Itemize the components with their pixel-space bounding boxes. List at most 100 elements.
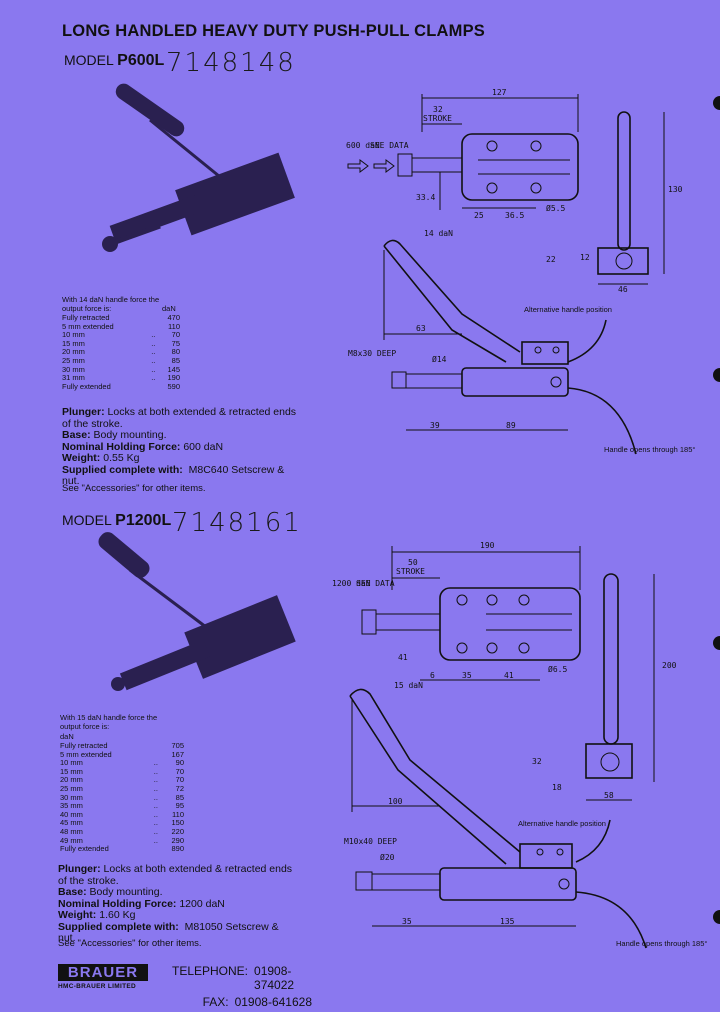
see-accessories: See "Accessories" for other items. [58,938,202,949]
dim-b1: 32 [532,757,542,766]
force-val: 90 [175,758,184,768]
dim-see-data: SEE DATA [370,141,409,150]
force-unit: daN [60,732,74,741]
force-pos: 30 mm [60,792,83,802]
punch-hole-mark [713,636,720,650]
force-pos: 49 mm [60,835,83,845]
alt-handle-note: Alternative handle position [518,819,606,828]
force-row: 25 mm..72 [60,783,184,794]
dim-d0: 41 [398,653,408,662]
force-pos: 20 mm [60,775,83,785]
dim-reach: 63 [416,324,426,333]
force-val: 75 [171,338,180,348]
dim-stroke: STROKE [396,567,425,576]
dim-e1: 39 [430,421,440,430]
dim-b2: 18 [552,783,562,792]
dim-force: 600 daN [346,141,380,150]
force-row: 10 mm..90 [60,759,184,768]
force-sep: .. [153,758,158,768]
dim-b2: 12 [580,253,590,262]
fax-label: FAX: [202,995,229,1009]
brand-logo: BRAUER HMC-BRAUER LIMITED [58,964,148,990]
force-val: 110 [172,809,184,819]
punch-hole-mark [713,910,720,924]
force-pos: 25 mm [60,783,83,793]
handle-opens-note: Handle opens through 185° [616,939,707,948]
handwritten-part-number: 7148161 [172,508,302,538]
force-row: 48 mm..220 [60,826,184,837]
force-pos: 5 mm extended [62,321,114,331]
force-pos: 15 mm [60,766,83,776]
force-row: 30 mm..145 [62,364,180,375]
force-pos: 45 mm [60,818,83,828]
dim-overall: 127 [492,88,507,97]
force-val: 70 [175,775,184,785]
dim-d1: 6 [430,671,435,680]
dim-handle-force: 15 daN [394,681,423,690]
force-pos: 5 mm extended [60,749,112,759]
force-pos: 30 mm [62,364,85,374]
force-row: 30 mm..85 [60,792,184,803]
dim-height: 130 [668,185,683,194]
force-val: 72 [175,783,184,793]
dim-stroke-val: 32 [433,105,443,114]
brand-name: BRAUER [58,964,148,981]
spec-holding-force: Nominal Holding Force: 600 daN [62,440,224,453]
force-row: 25 mm..85 [62,355,180,366]
force-val: 190 [167,373,180,383]
telephone-line: TELEPHONE: 01908-374022 [172,964,312,992]
dim-dia: Ø14 [432,354,447,364]
handwritten-part-number: 7148148 [166,48,296,78]
force-val: 85 [171,355,180,365]
force-pos: 10 mm [62,330,85,340]
force-sep: .. [151,338,156,348]
force-sep: .. [151,364,156,374]
punch-hole-mark [713,368,720,382]
dim-b1: 22 [546,255,556,264]
force-unit: daN [162,304,176,313]
force-intro: With 15 daN handle force the output forc… [60,713,158,731]
dim-stroke-val: 50 [408,558,418,567]
force-sep: .. [153,818,158,828]
spec-supplied: Supplied complete with: M8C640 Setscrew … [62,463,285,487]
model-heading-p600l: MODEL P600L [64,52,165,69]
dim-d2: 35 [462,671,472,680]
force-row: 15 mm.. 75 [62,338,180,349]
dim-b3: 46 [618,285,628,294]
force-val: 590 [167,381,180,391]
force-val: 705 [171,741,184,750]
force-pos: 48 mm [60,826,83,836]
force-pos: Fully retracted [62,313,110,322]
force-row: 31 mm..190 [62,374,180,383]
alt-handle-note: Alternative handle position [524,305,612,314]
dim-d2: 25 [474,211,484,220]
dim-e2: 135 [500,917,515,926]
spec-base: Base: Body mounting. [62,429,167,441]
dim-d3: 41 [504,671,514,680]
force-row: 49 mm..290 [60,835,184,846]
telephone-label: TELEPHONE: [172,964,249,978]
force-val: 85 [175,792,184,802]
force-val: 80 [171,347,180,357]
spec-plunger: Plunger: Locks at both extended & retrac… [62,406,297,430]
force-row: 45 mm..150 [60,819,184,828]
spec-holding-force: Nominal Holding Force: 1200 daN [58,897,225,910]
force-val: 167 [171,749,184,759]
specs-p1200l: Plunger: Locks at both extended & retrac… [58,863,298,945]
force-pos: 20 mm [62,347,85,357]
dim-d3: 36.5 [505,211,524,220]
model-heading-p1200l: MODEL P1200L [62,512,172,529]
telephone-number: 01908-374022 [254,964,295,992]
force-pos: 15 mm [62,338,85,348]
force-val: 110 [168,321,180,331]
force-pos: 35 mm [60,801,83,811]
force-row: 20 mm..70 [60,776,184,785]
force-sep: .. [153,766,158,776]
brand-sub: HMC-BRAUER LIMITED [58,983,136,990]
